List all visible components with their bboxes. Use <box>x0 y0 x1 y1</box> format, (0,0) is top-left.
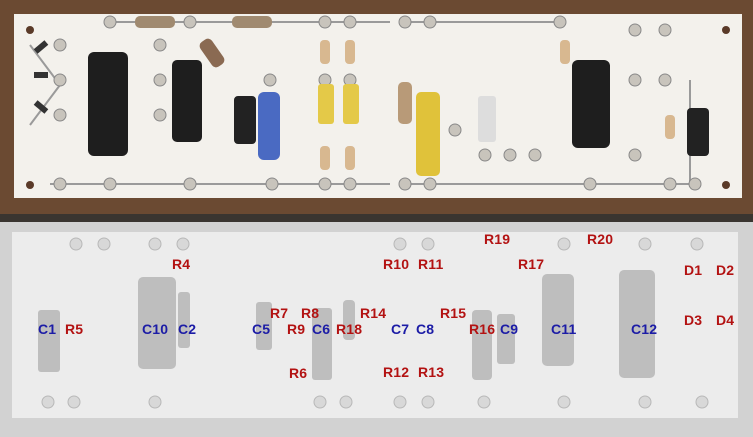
label-r13: R13 <box>418 364 445 380</box>
mounting-holes <box>26 26 730 189</box>
label-c8: C8 <box>416 321 435 337</box>
label-r16: R16 <box>469 321 496 337</box>
label-r10: R10 <box>383 256 410 272</box>
label-d1: D1 <box>684 262 703 278</box>
circuit-board-photo <box>0 0 753 218</box>
label-c5: C5 <box>252 321 271 337</box>
turrets <box>53 15 702 191</box>
label-c1: C1 <box>38 321 57 337</box>
labeled-diagram: R4 R5 R6 R7 R8 R9 R10 R11 R12 R13 R14 R1… <box>0 222 753 437</box>
label-r12: R12 <box>383 364 410 380</box>
capacitors <box>88 52 709 176</box>
label-r11: R11 <box>418 256 444 272</box>
label-r7: R7 <box>270 305 289 321</box>
label-d4: D4 <box>716 312 735 328</box>
label-r9: R9 <box>287 321 306 337</box>
label-r18: R18 <box>336 321 363 337</box>
faded-board <box>0 222 753 437</box>
label-c7: C7 <box>391 321 410 337</box>
resistors <box>135 16 675 170</box>
label-c6: C6 <box>312 321 331 337</box>
label-d2: D2 <box>716 262 735 278</box>
label-r15: R15 <box>440 305 467 321</box>
board <box>14 14 742 198</box>
label-c9: C9 <box>500 321 519 337</box>
label-r5: R5 <box>65 321 84 337</box>
label-r4: R4 <box>172 256 191 272</box>
divider <box>0 214 753 222</box>
label-c11: C11 <box>551 321 577 337</box>
label-r14: R14 <box>360 305 387 321</box>
label-r19: R19 <box>484 231 511 247</box>
label-d3: D3 <box>684 312 703 328</box>
label-c10: C10 <box>142 321 169 337</box>
label-c12: C12 <box>631 321 658 337</box>
label-r20: R20 <box>587 231 614 247</box>
label-r17: R17 <box>518 256 545 272</box>
label-r6: R6 <box>289 365 308 381</box>
diodes <box>33 40 49 114</box>
label-r8: R8 <box>301 305 320 321</box>
label-c2: C2 <box>178 321 197 337</box>
